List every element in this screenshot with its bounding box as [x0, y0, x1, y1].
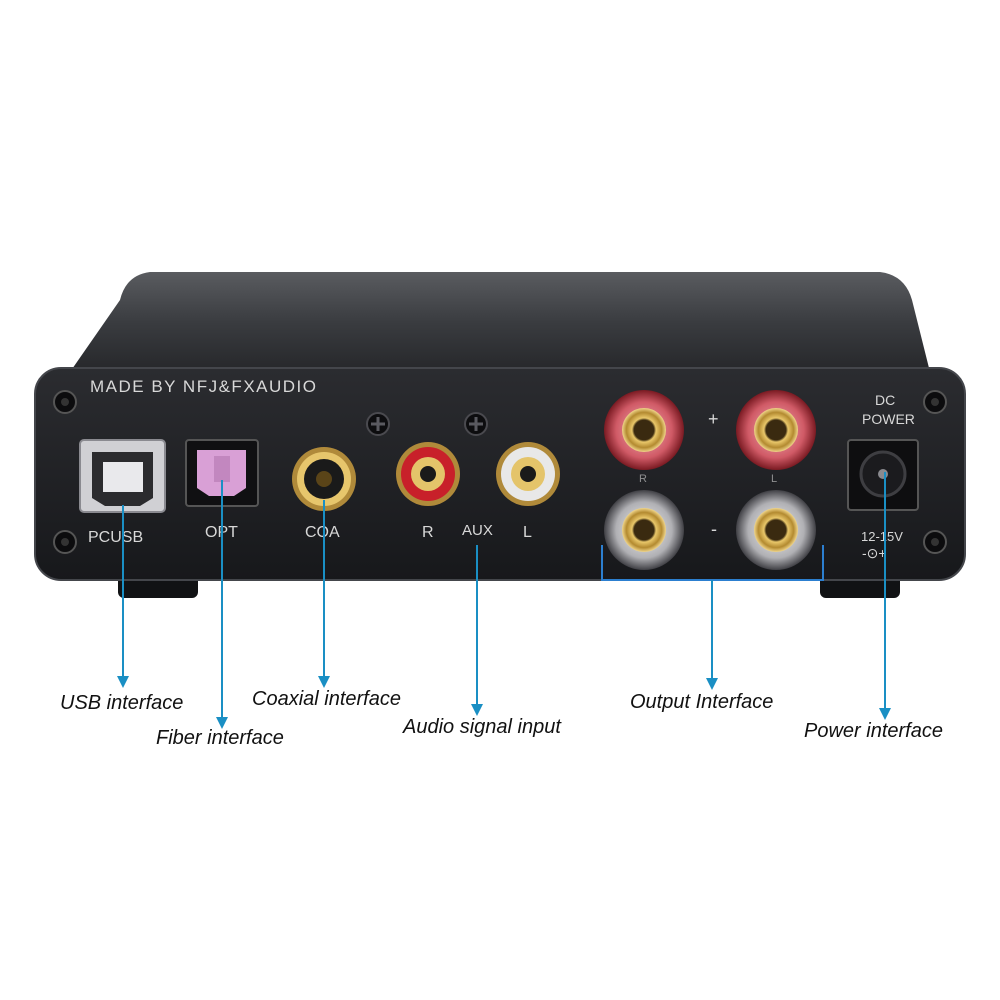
binding-post-l-plus: [736, 390, 816, 470]
output-l-label: L: [771, 473, 777, 485]
output-r-label: R: [639, 473, 647, 485]
aux-r-label: R: [422, 524, 434, 541]
chassis-top: [70, 272, 930, 372]
coaxial-callout: Coaxial interface: [252, 688, 401, 710]
binding-post-r-minus: [604, 490, 684, 570]
aux-right-jack: [396, 442, 460, 506]
dc-power-jack: [847, 439, 919, 511]
coaxial-jack: [292, 447, 356, 511]
pcusb-label: PCUSB: [88, 529, 143, 546]
coa-label: COA: [305, 524, 340, 541]
binding-post-l-minus: [736, 490, 816, 570]
aux-left-jack: [496, 442, 560, 506]
aux-label: AUX: [462, 522, 493, 539]
polarity-label: -⊙+: [862, 545, 887, 561]
brand-text: MADE BY NFJ&FXAUDIO: [90, 377, 318, 396]
power-label: POWER: [862, 411, 915, 427]
panel-screws: [366, 412, 488, 436]
optical-port: [185, 439, 259, 507]
power-callout: Power interface: [804, 720, 943, 742]
aux-l-label: L: [523, 524, 532, 541]
usb-callout: USB interface: [60, 692, 184, 714]
plus-label: +: [708, 409, 719, 429]
output-callout: Output Interface: [630, 691, 774, 713]
minus-label: -: [711, 519, 717, 539]
audio-callout: Audio signal input: [403, 716, 561, 738]
corner-screws: [53, 390, 947, 554]
dc-label: DC: [875, 392, 895, 408]
callout-arrows: [117, 472, 891, 729]
usb-port: [79, 439, 166, 513]
binding-post-r-plus: [604, 390, 684, 470]
voltage-label: 12-15V: [861, 529, 903, 544]
fiber-callout: Fiber interface: [156, 727, 284, 749]
